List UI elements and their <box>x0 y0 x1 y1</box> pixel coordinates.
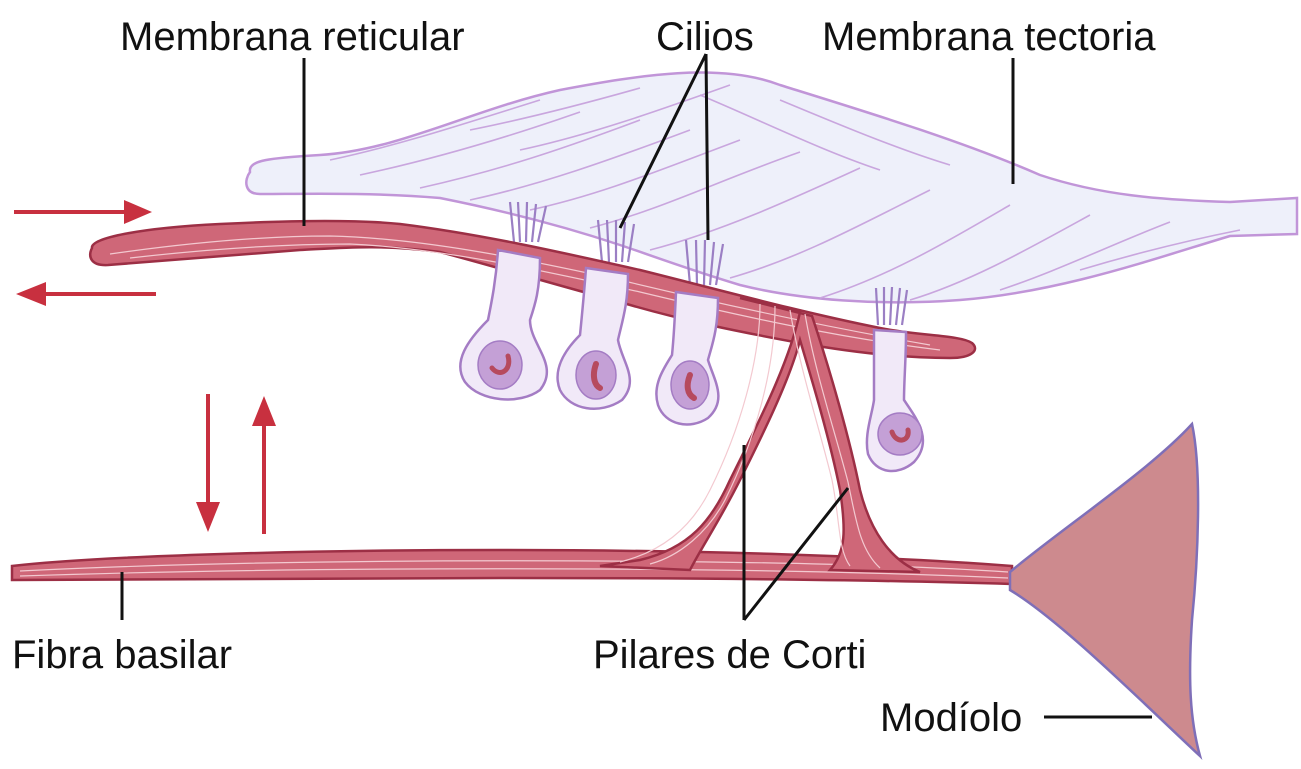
label-reticular-membrane: Membrana reticular <box>120 15 465 59</box>
label-cilia: Cilios <box>656 15 754 59</box>
label-basilar-fiber: Fibra basilar <box>12 633 232 677</box>
arrow-up-icon <box>252 396 276 534</box>
label-tectorial-membrane: Membrana tectoria <box>822 15 1156 59</box>
modiolus <box>1010 424 1200 756</box>
arrow-down-icon <box>196 394 220 532</box>
arrow-left-icon <box>16 282 156 306</box>
label-pillars-of-corti: Pilares de Corti <box>593 633 866 677</box>
leader-pillars <box>744 445 848 620</box>
hair-cell-1 <box>460 250 547 399</box>
tectorial-membrane <box>246 72 1297 302</box>
arrow-right-icon <box>14 200 152 224</box>
label-modiolus: Modíolo <box>880 696 1022 740</box>
